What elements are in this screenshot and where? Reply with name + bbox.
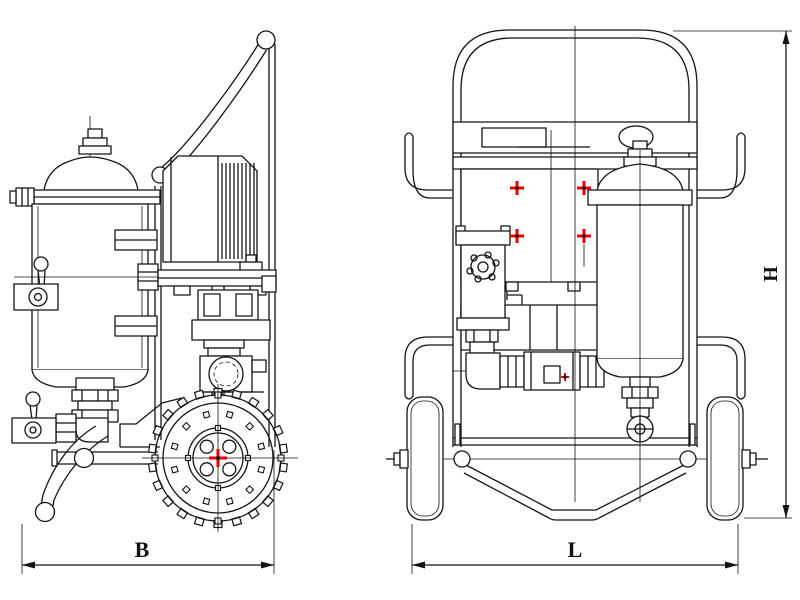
- position-marker-center: [582, 186, 586, 190]
- axle-side: [51, 447, 158, 469]
- mount-plate-edge: [154, 186, 162, 440]
- position-marker-center: [515, 234, 519, 238]
- position-marker-center: [515, 186, 519, 190]
- side-view: B: [9, 30, 298, 574]
- dimension-h-label: H: [760, 266, 782, 282]
- push-handle: [151, 30, 276, 447]
- centerlines-front: [574, 26, 641, 502]
- dimension-b-label: B: [135, 537, 150, 562]
- pump-front: [455, 225, 511, 390]
- front-view: L H: [386, 26, 792, 574]
- position-marker-center: [582, 234, 586, 238]
- dimension-l-label: L: [568, 537, 583, 562]
- wheels-front: [386, 396, 768, 521]
- motor-bracket: [157, 254, 277, 296]
- dimension-b: B: [21, 450, 275, 574]
- markers-front-view: [510, 181, 591, 381]
- position-marker-center: [216, 456, 220, 460]
- dimension-h: H: [673, 30, 792, 519]
- frame-hooks: [404, 132, 746, 400]
- base-plate-side: [119, 397, 183, 448]
- position-marker-center: [563, 375, 567, 379]
- support-leg: [34, 425, 109, 523]
- pump-side: [191, 286, 271, 396]
- nameplate: [481, 127, 547, 148]
- dimension-l: L: [411, 524, 739, 574]
- filter-canister-side: [9, 116, 176, 398]
- motor-side: [162, 155, 258, 263]
- markers-side-view: [209, 449, 227, 467]
- axle-front: [388, 458, 768, 521]
- drain-assembly-side: [11, 377, 119, 444]
